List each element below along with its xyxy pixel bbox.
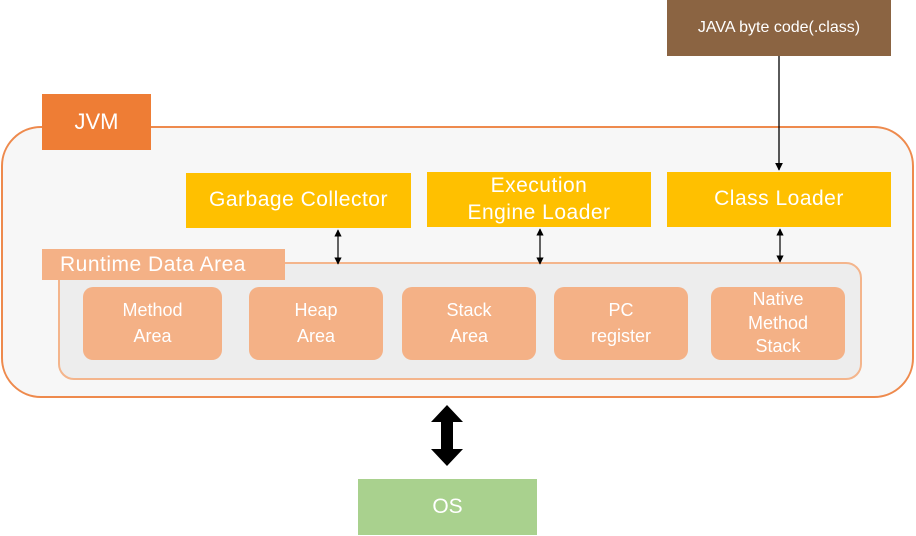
method-area-box: Method Area xyxy=(83,287,222,360)
heap-area-line-1: Heap xyxy=(294,300,338,321)
execution-engine-box: Execution Engine Loader xyxy=(427,172,651,227)
heap-area-box: Heap Area xyxy=(249,287,383,360)
native-stack-line-2: Method xyxy=(747,312,809,333)
native-method-stack-box: Native Method Stack xyxy=(711,287,845,360)
jvm-label-text: JVM xyxy=(74,109,119,134)
method-area-line-2: Area xyxy=(133,325,172,346)
stack-area-box: Stack Area xyxy=(402,287,536,360)
execution-engine-line-1: Execution xyxy=(490,174,588,198)
pc-register-line-2: register xyxy=(590,325,652,346)
class-loader-box: Class Loader xyxy=(667,172,891,227)
native-stack-line-1: Native xyxy=(752,289,804,310)
jvm-os-double-arrow xyxy=(431,405,463,466)
garbage-collector-label: Garbage Collector xyxy=(209,188,388,212)
pc-register-box: PC register xyxy=(554,287,688,360)
stack-area-line-2: Area xyxy=(449,325,489,346)
garbage-collector-box: Garbage Collector xyxy=(186,173,411,228)
native-stack-line-3: Stack xyxy=(755,336,801,357)
runtime-data-area-label: Runtime Data Area xyxy=(42,249,285,280)
runtime-label-text: Runtime Data Area xyxy=(60,252,246,276)
method-area-line-1: Method xyxy=(122,300,183,321)
pc-register-line-1: PC xyxy=(608,300,634,321)
os-box: OS xyxy=(358,479,537,535)
bytecode-box: JAVA byte code(.class) xyxy=(667,0,891,56)
stack-area-line-1: Stack xyxy=(446,300,492,321)
bytecode-label: JAVA byte code(.class) xyxy=(697,19,861,36)
class-loader-label: Class Loader xyxy=(714,187,844,211)
heap-area-line-2: Area xyxy=(296,325,336,346)
os-label: OS xyxy=(432,495,463,518)
execution-engine-line-2: Engine Loader xyxy=(467,200,611,224)
jvm-label: JVM xyxy=(42,94,151,150)
